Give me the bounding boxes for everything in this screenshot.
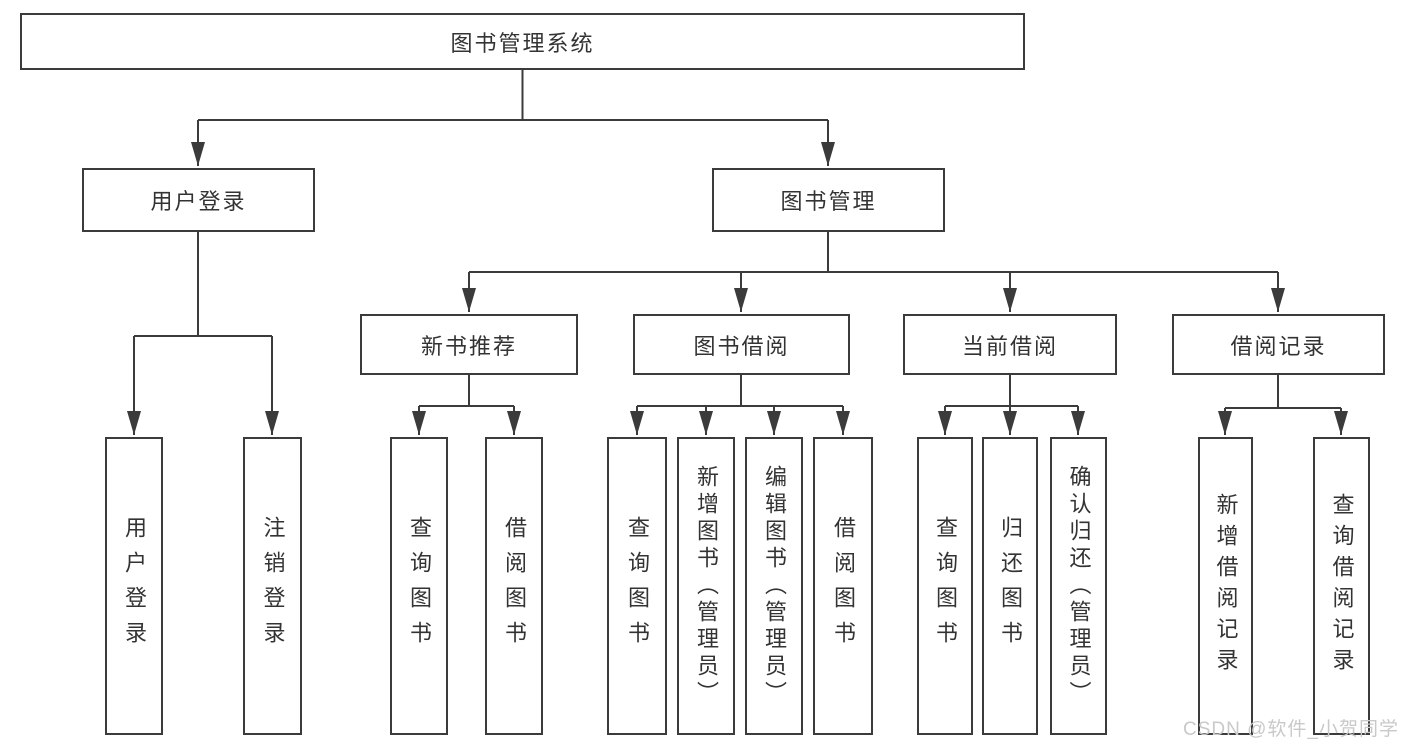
node-borrow-records: 借阅记录 (1172, 314, 1385, 375)
node-user-login: 用户登录 (82, 168, 315, 232)
csdn-watermark: CSDN @软件_小贺同学 (1183, 719, 1399, 740)
node-borrow-borrow-books: 借阅图书 (813, 437, 873, 735)
node-current-query-books: 查询图书 (917, 437, 973, 735)
node-records-query-record: 查询借阅记录 (1313, 437, 1370, 735)
node-current-confirm-return-admin: 确认归还（管理员） (1050, 437, 1107, 735)
node-book-borrow: 图书借阅 (633, 314, 850, 375)
node-recommend-borrow-books: 借阅图书 (485, 437, 543, 735)
node-book-management: 图书管理 (712, 168, 945, 232)
node-logout: 注销登录 (243, 437, 302, 735)
node-login: 用户登录 (105, 437, 163, 735)
node-borrow-add-books-admin: 新增图书（管理员） (677, 437, 735, 735)
node-library-management-system: 图书管理系统 (20, 13, 1025, 70)
node-current-return-books: 归还图书 (982, 437, 1038, 735)
node-current-borrow: 当前借阅 (903, 314, 1117, 375)
node-borrow-edit-books-admin: 编辑图书（管理员） (745, 437, 803, 735)
node-new-book-recommend: 新书推荐 (360, 314, 578, 375)
node-borrow-query-books: 查询图书 (607, 437, 667, 735)
node-records-add-record: 新增借阅记录 (1198, 437, 1253, 735)
node-recommend-query-books: 查询图书 (390, 437, 448, 735)
